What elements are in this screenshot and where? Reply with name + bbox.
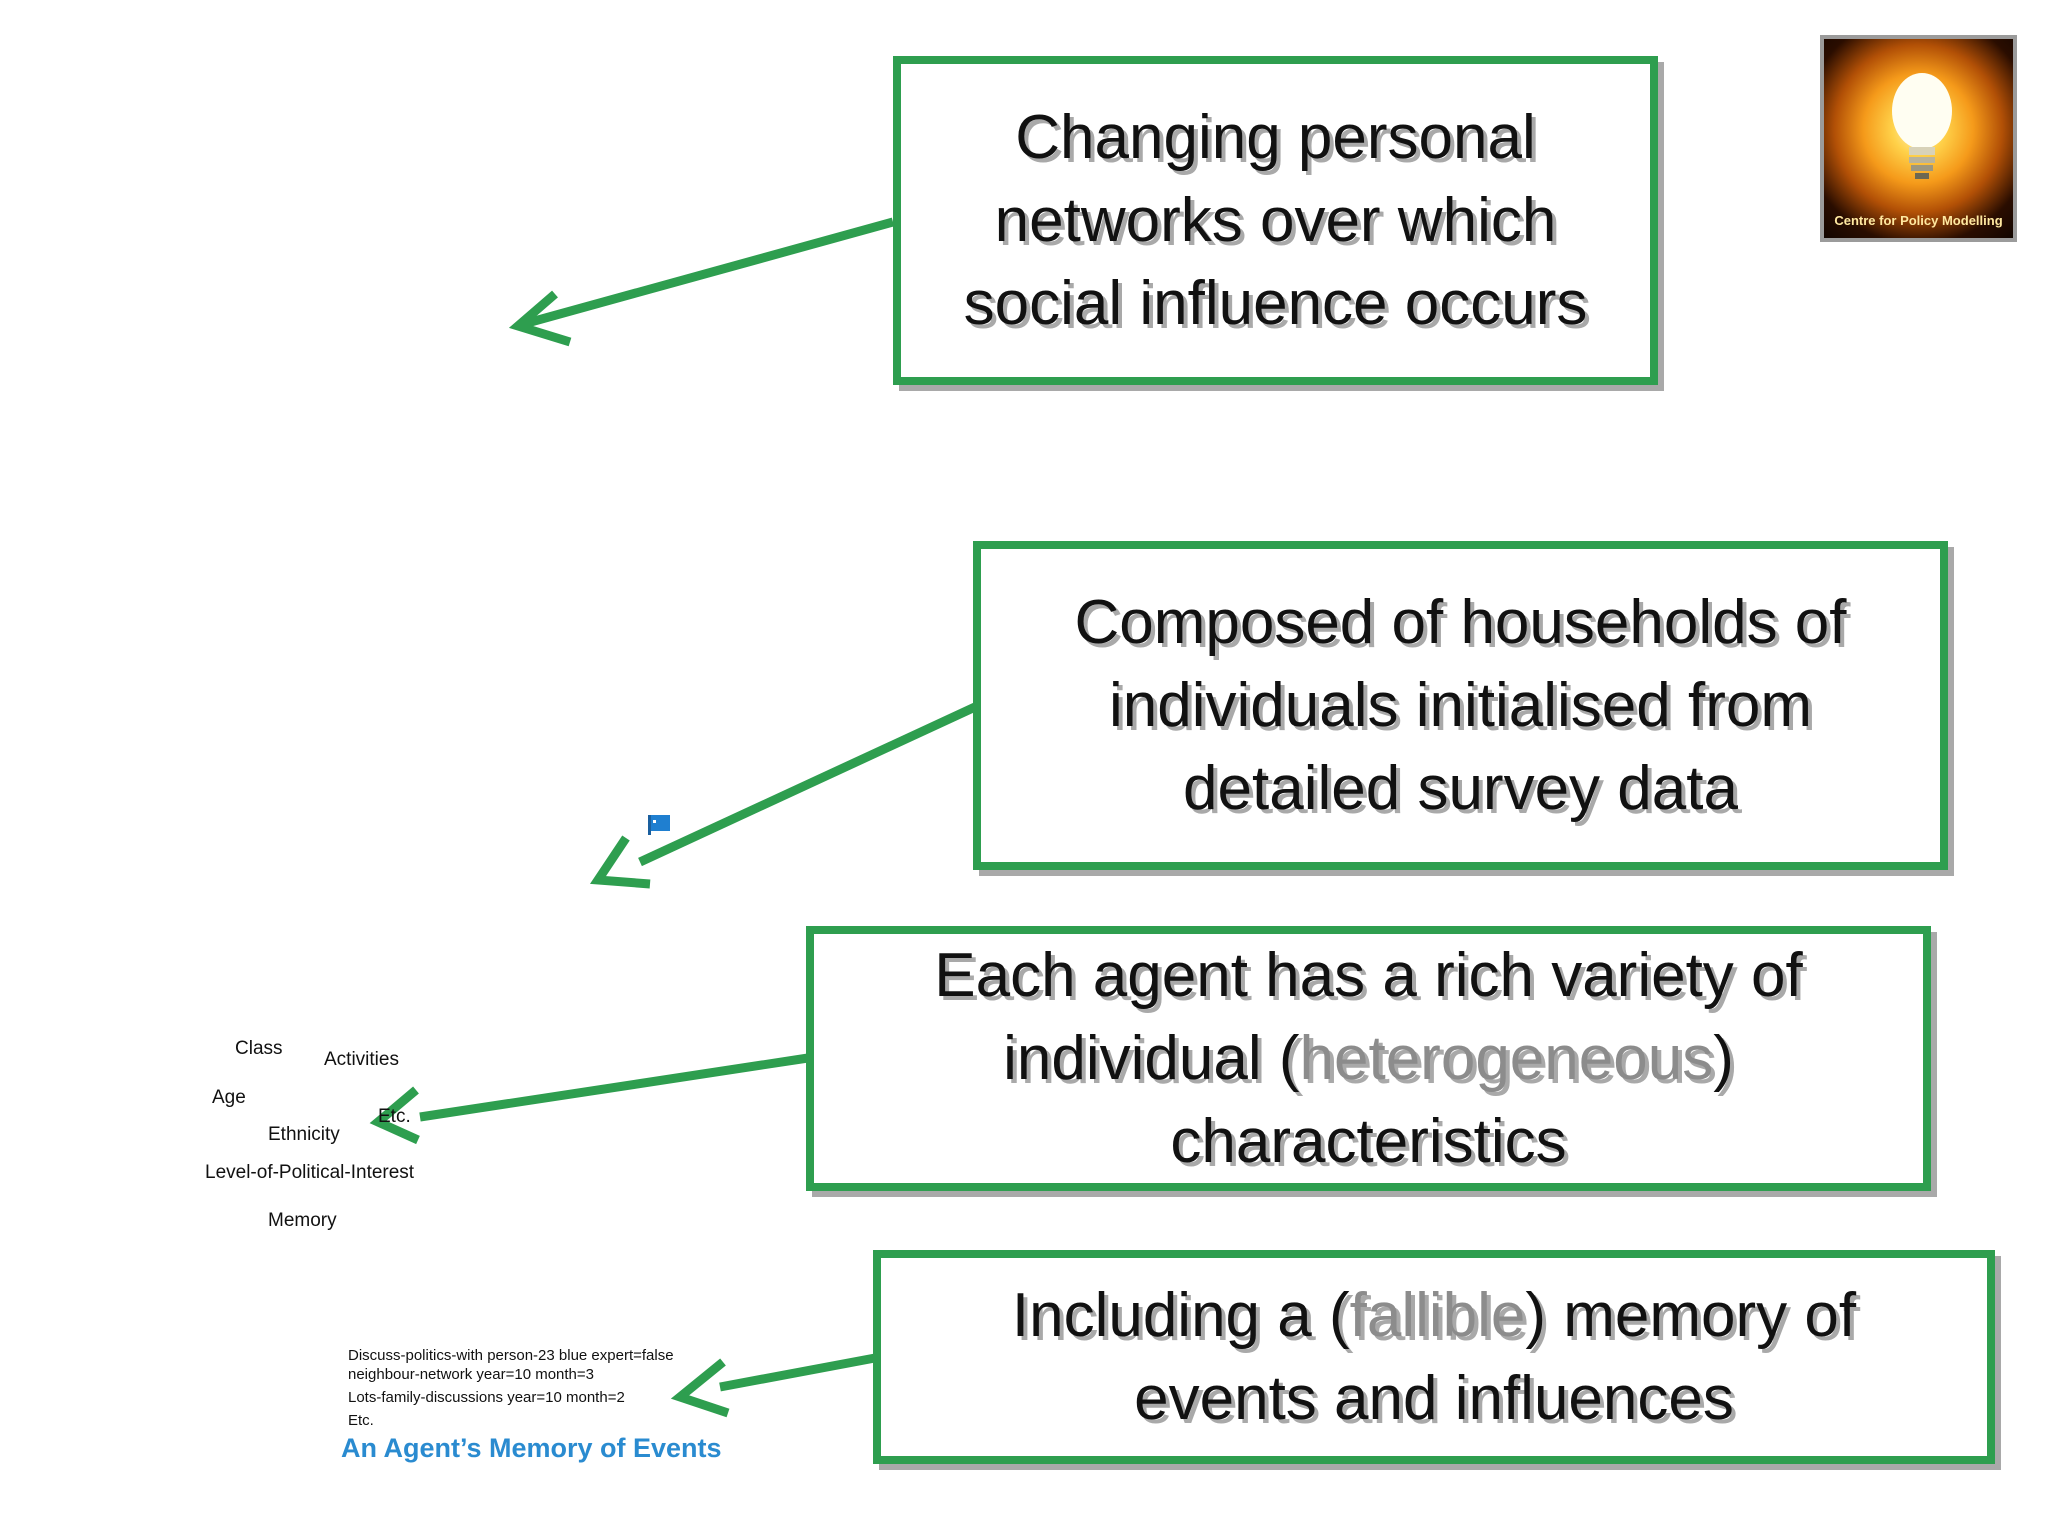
callout-memory: Including a (fallible) memory of events …: [873, 1250, 1995, 1464]
callout-characteristics-prefix: individual (: [1003, 1024, 1300, 1093]
attribute-memory: Memory: [268, 1210, 337, 1231]
arrow-memory: [670, 1353, 876, 1418]
arrow-networks: [508, 217, 895, 347]
callout-memory-line-1: Including a (fallible) memory of: [1012, 1274, 1856, 1357]
callout-characteristics-line-2: individual (heterogeneous): [1003, 1017, 1734, 1100]
attribute-ethnicity: Ethnicity: [268, 1124, 340, 1145]
logo-text: Centre for Policy Modelling: [1834, 213, 2003, 228]
attribute-class: Class: [235, 1038, 283, 1059]
callout-characteristics-emphasis: heterogeneous: [1299, 1024, 1714, 1093]
centre-for-policy-modelling-logo: Centre for Policy Modelling: [1820, 35, 2017, 242]
callout-memory-prefix: Including a (: [1011, 1281, 1350, 1350]
attribute-political-interest: Level-of-Political-Interest: [205, 1162, 415, 1183]
memory-event-etc: Etc.: [348, 1412, 374, 1429]
memory-event-2: neighbour-network year=10 month=3: [348, 1366, 594, 1383]
memory-event-1: Discuss-politics-with person-23 blue exp…: [348, 1347, 674, 1364]
callout-networks-line-2: networks over which: [994, 186, 1557, 255]
callout-households-line-2: individuals initialised from: [1109, 671, 1812, 740]
callout-households: Composed of households of individuals in…: [973, 541, 1948, 870]
callout-memory-emphasis: fallible: [1349, 1281, 1526, 1350]
attribute-etc: Etc.: [378, 1106, 411, 1127]
callout-characteristics-line-3: characteristics: [1170, 1107, 1567, 1176]
memory-events-title: An Agent’s Memory of Events: [341, 1433, 722, 1463]
callout-networks-line-3: social influence occurs: [963, 269, 1588, 338]
arrow-characteristics: [369, 1053, 809, 1145]
callout-characteristics-suffix: ): [1713, 1024, 1734, 1093]
callout-households-line-3: detailed survey data: [1183, 754, 1738, 823]
callout-characteristics-line-1: Each agent has a rich variety of: [934, 941, 1803, 1010]
arrow-households: [589, 702, 977, 889]
callout-networks: Changing personal networks over which so…: [893, 56, 1658, 385]
attribute-activities: Activities: [324, 1049, 399, 1070]
memory-event-3: Lots-family-discussions year=10 month=2: [348, 1389, 625, 1406]
flag-icon: [648, 815, 670, 835]
callout-memory-line-2: events and influences: [1134, 1364, 1734, 1433]
callout-households-line-1: Composed of households of: [1074, 588, 1847, 657]
callout-networks-line-1: Changing personal: [1015, 103, 1536, 172]
callout-characteristics: Each agent has a rich variety of individ…: [806, 926, 1931, 1191]
attribute-age: Age: [212, 1087, 246, 1108]
light-bulb-icon: [1892, 73, 1952, 179]
callout-memory-suffix: ) memory of: [1525, 1281, 1857, 1350]
